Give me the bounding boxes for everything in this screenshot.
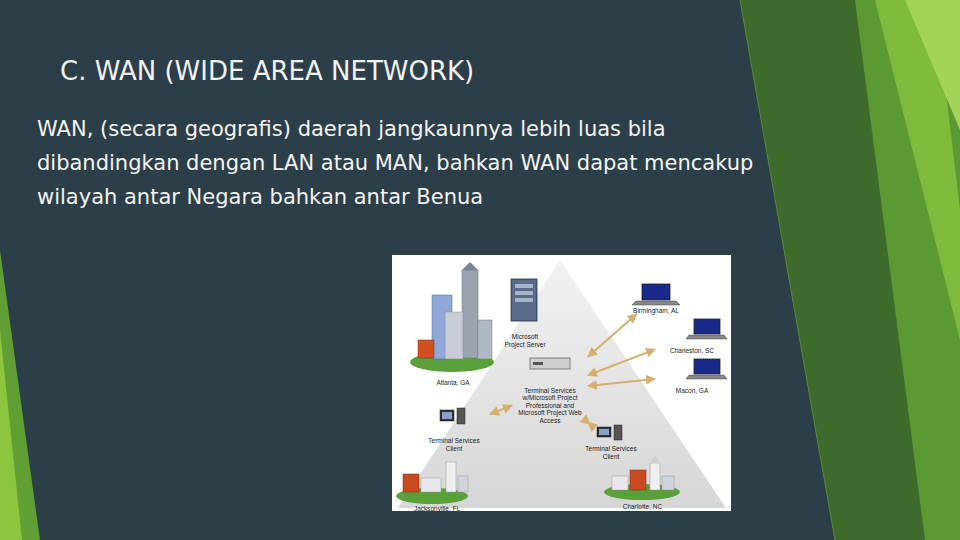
network-arrow bbox=[588, 422, 590, 424]
network-node: Jacksonville, FL bbox=[394, 458, 480, 512]
node-label: Atlanta, GA bbox=[436, 379, 469, 386]
node-label: Jacksonville, FL bbox=[414, 505, 460, 512]
node-label: Charlotte, NC bbox=[623, 503, 662, 510]
network-node: Terminal Services Client bbox=[418, 406, 490, 452]
body-text: WAN, (secara geografis) daerah jangkaunn… bbox=[37, 112, 807, 214]
network-node: Terminal Services Client bbox=[575, 424, 647, 460]
node-label: Macon, GA bbox=[676, 387, 709, 394]
network-arrow bbox=[588, 349, 655, 375]
slide-title: C. WAN (WIDE AREA NETWORK) bbox=[60, 56, 474, 86]
network-node: Macon, GA bbox=[655, 356, 729, 394]
network-node: Terminal Services w/Microsoft Project Pr… bbox=[512, 356, 588, 424]
node-label: Birmingham, AL bbox=[633, 307, 679, 314]
network-node: Microsoft Project Server bbox=[500, 276, 550, 348]
node-label: Charleston, SC bbox=[670, 347, 714, 354]
network-node: Charlotte, NC bbox=[600, 462, 685, 510]
network-illustration bbox=[392, 255, 731, 511]
network-arrow bbox=[490, 405, 512, 414]
network-arrow bbox=[588, 314, 637, 357]
network-node: Atlanta, GA bbox=[408, 262, 498, 386]
network-node: Birmingham, AL bbox=[612, 280, 700, 314]
network-arrow bbox=[588, 379, 655, 386]
node-label: Microsoft Project Server bbox=[503, 333, 547, 348]
node-label: Terminal Services Client bbox=[581, 445, 641, 460]
node-label: Terminal Services Client bbox=[424, 437, 484, 452]
node-label: Terminal Services w/Microsoft Project Pr… bbox=[513, 387, 587, 424]
network-node: Charleston, SC bbox=[655, 316, 729, 354]
